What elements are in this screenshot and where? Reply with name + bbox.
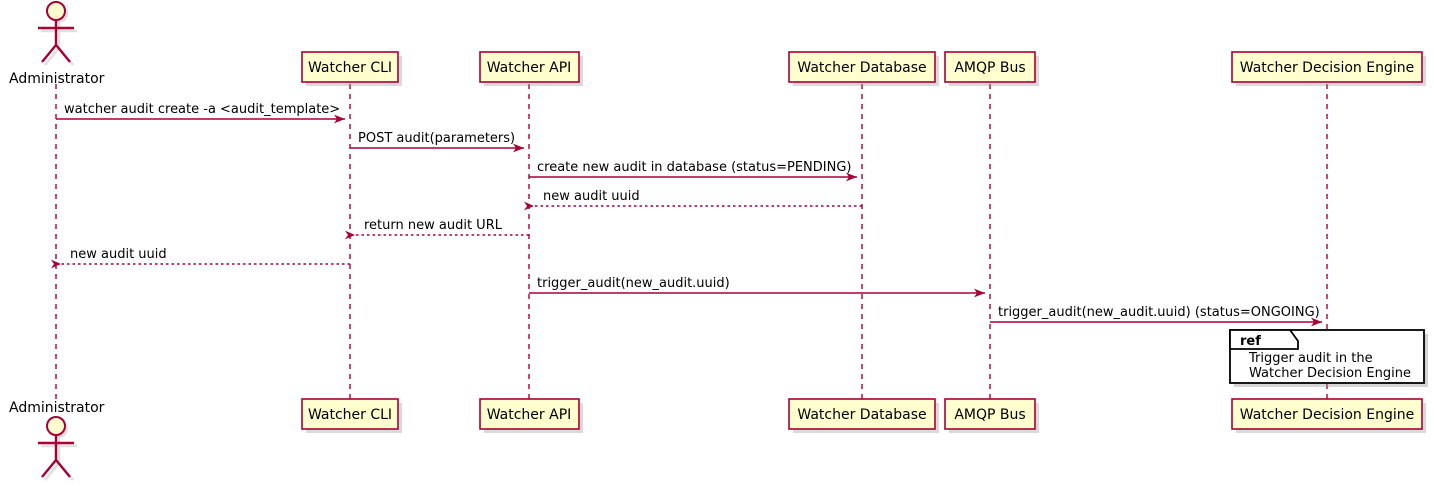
message-4-new-audit-uuid-db[interactable]: new audit uuid [524,189,862,211]
actor-label-administrator-bottom: Administrator [9,400,105,416]
message-label: return new audit URL [364,218,503,233]
actor-head-icon [46,416,66,436]
actor-administrator-bottom[interactable]: Administrator [9,400,105,481]
participant-label-watcher-api-top: Watcher API [487,60,572,76]
participant-label-watcher-cli-top: Watcher CLI [308,60,392,76]
message-2-post-audit[interactable]: POST audit(parameters) [350,131,524,153]
message-label: watcher audit create -a <audit_template> [64,102,340,117]
participant-watcher-cli-top[interactable]: Watcher CLI [301,51,402,86]
participant-box [1231,398,1423,430]
participant-watcher-api-top[interactable]: Watcher API [479,51,583,86]
message-5-return-new-audit-url[interactable]: return new audit URL [345,218,529,240]
message-label: create new audit in database (status=PEN… [537,160,852,175]
participant-box [788,398,936,430]
message-8-trigger-audit-ongoing[interactable]: trigger_audit(new_audit.uuid) (status=ON… [990,305,1322,327]
message-label: POST audit(parameters) [358,131,515,146]
participant-box [301,398,399,430]
participant-watcher-database-bottom[interactable]: Watcher Database [788,398,939,433]
participant-label-watcher-cli-bottom: Watcher CLI [308,407,392,423]
message-label: trigger_audit(new_audit.uuid) [537,276,730,291]
participant-box [301,51,399,83]
participant-label-amqp-bus-top: AMQP Bus [954,60,1025,76]
lifelines-group [55,84,1328,399]
ref-fragment-title: ref [1240,334,1261,349]
participant-amqp-bus-top[interactable]: AMQP Bus [944,51,1039,86]
ref-fragment-body-line-2: Watcher Decision Engine [1249,366,1411,381]
participant-watcher-decision-engine-bottom[interactable]: Watcher Decision Engine [1231,398,1426,433]
participant-label-watcher-api-bottom: Watcher API [487,407,572,423]
actor-administrator-top[interactable]: Administrator [9,1,105,87]
actor-leg-left-icon [41,44,57,63]
participant-box [944,51,1036,83]
actor-leg-right-icon [55,44,71,63]
participant-amqp-bus-bottom[interactable]: AMQP Bus [944,398,1039,433]
participant-watcher-api-bottom[interactable]: Watcher API [479,398,583,433]
participant-label-watcher-decision-engine-bottom: Watcher Decision Engine [1240,407,1414,423]
actor-head-icon [46,1,66,21]
message-1-watcher-audit-create[interactable]: watcher audit create -a <audit_template> [56,102,345,124]
message-7-trigger-audit[interactable]: trigger_audit(new_audit.uuid) [529,276,985,298]
participant-box [479,398,580,430]
message-3-create-new-audit[interactable]: create new audit in database (status=PEN… [529,160,857,182]
participant-label-amqp-bus-bottom: AMQP Bus [954,407,1025,423]
actor-label-administrator-top: Administrator [9,71,105,87]
ref-fragment-body-line-1: Trigger audit in the [1248,351,1373,366]
participant-label-watcher-database-top: Watcher Database [797,60,926,76]
participant-watcher-decision-engine-top[interactable]: Watcher Decision Engine [1231,51,1426,86]
participant-box [479,51,580,83]
ref-fragment-trigger-audit[interactable]: ref Trigger audit in the Watcher Decisio… [1229,329,1428,387]
message-6-new-audit-uuid-cli[interactable]: new audit uuid [51,247,350,269]
participant-label-watcher-database-bottom: Watcher Database [797,407,926,423]
participant-box [1231,51,1423,83]
message-label: new audit uuid [70,247,167,262]
message-label: new audit uuid [543,189,640,204]
message-label: trigger_audit(new_audit.uuid) (status=ON… [998,305,1320,320]
participant-box [944,398,1036,430]
ref-fragment-tab [1229,329,1299,350]
actor-leg-right-icon [55,459,71,478]
participant-watcher-database-top[interactable]: Watcher Database [788,51,939,86]
actor-leg-left-icon [41,459,57,478]
participant-watcher-cli-bottom[interactable]: Watcher CLI [301,398,402,433]
participant-label-watcher-decision-engine-top: Watcher Decision Engine [1240,60,1414,76]
participant-box [788,51,936,83]
